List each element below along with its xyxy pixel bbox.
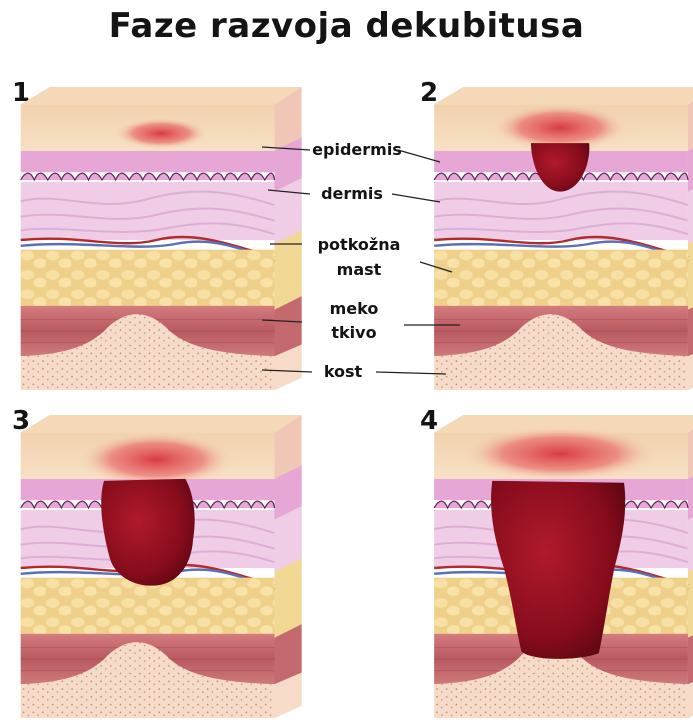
label-subcutaneous-fat-line1: potkožna (304, 234, 414, 256)
label-epidermis: epidermis (312, 139, 402, 161)
label-bone: kost (312, 361, 374, 383)
label-soft-tissue-line1: meko (304, 298, 404, 320)
label-soft-tissue-line2: tkivo (304, 322, 404, 344)
label-subcutaneous-fat-line2: mast (304, 259, 414, 281)
label-dermis: dermis (312, 183, 392, 205)
